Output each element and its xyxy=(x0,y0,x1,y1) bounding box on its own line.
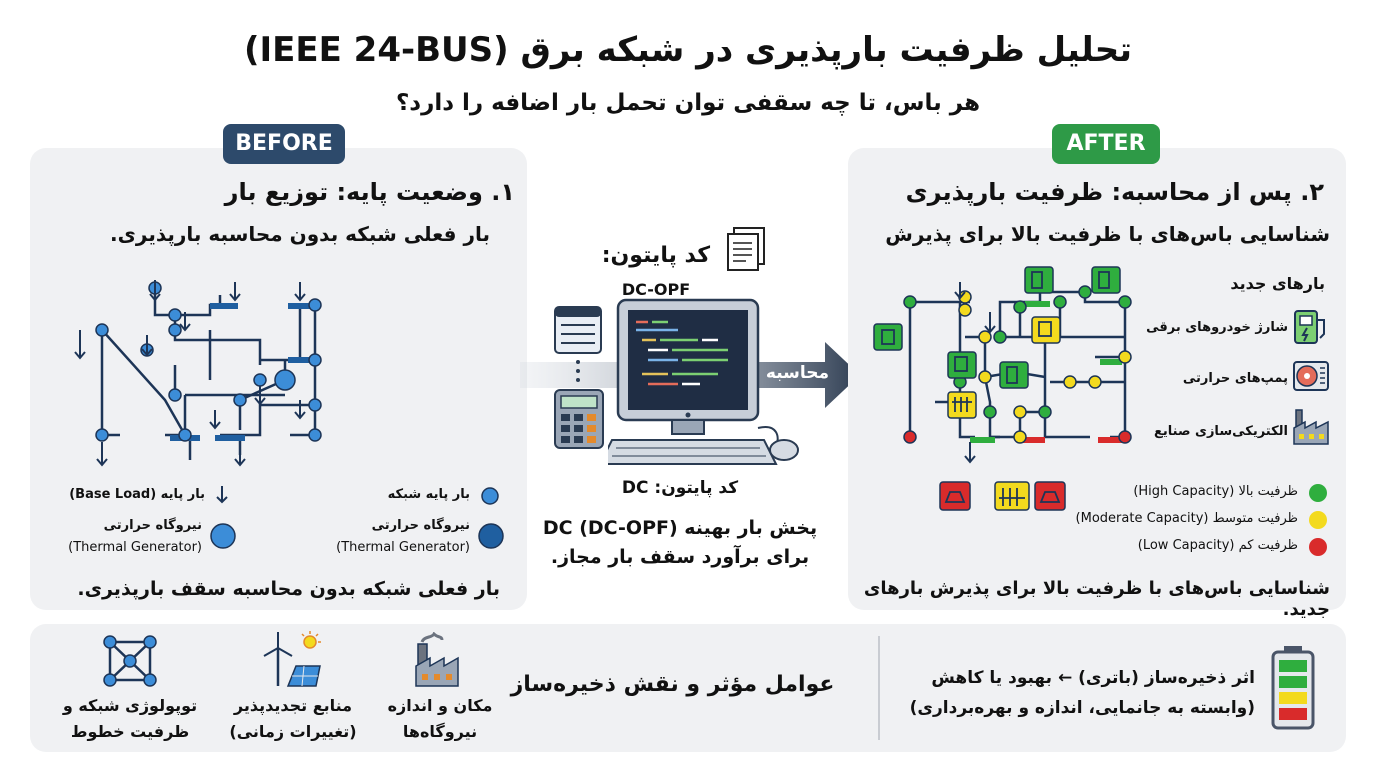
factors-title: عوامل مؤثر و نقش ذخیره‌ساز xyxy=(510,672,835,697)
legend-low-capacity: ظرفیت کم (Low Capacity) xyxy=(1137,538,1298,553)
heat-pump-icon xyxy=(1293,361,1329,391)
middle-description-line2: برای برآورد سقف بار مجاز. xyxy=(550,546,810,568)
bottom-divider xyxy=(878,636,880,740)
grid-bus-icon xyxy=(480,486,500,510)
ev-charger-icon xyxy=(1294,310,1325,344)
factor-renewables-line2: (تغییرات زمانی) xyxy=(229,722,357,741)
base-load-arrow-icon xyxy=(212,484,232,510)
legend-moderate-capacity: ظرفیت متوسط (Moderate Capacity) xyxy=(1075,511,1298,526)
dots-connector xyxy=(576,360,580,382)
after-tag: AFTER xyxy=(1052,124,1160,164)
new-loads-title: بارهای جدید xyxy=(1230,274,1325,293)
before-subheading: بار فعلی شبکه بدون محاسبه بارپذیری. xyxy=(109,222,490,246)
legend-thermal-label: نیروگاه حرارتی xyxy=(103,518,202,533)
legend-thermal-en: (Thermal Generator) xyxy=(68,540,202,555)
storage-line2: (وابسته به جانمایی، اندازه و بهره‌برداری… xyxy=(909,698,1255,718)
before-heading: ۱. وضعیت پایه: توزیع بار xyxy=(224,178,515,206)
before-caption: بار فعلی شبکه بدون محاسبه سقف بارپذیری. xyxy=(77,578,500,600)
factor-topology-line1: توپولوژی شبکه و xyxy=(62,696,198,715)
wind-solar-icon xyxy=(263,631,321,687)
factor-topology-line2: ظرفیت خطوط xyxy=(70,722,190,741)
after-caption: شناسایی باس‌های با ظرفیت بالا برای پذیرش… xyxy=(863,578,1330,620)
thermal-generator-icon xyxy=(209,522,237,554)
network-topology-icon xyxy=(103,635,157,687)
legend-high-capacity: ظرفیت بالا (High Capacity) xyxy=(1133,484,1298,499)
bottom-panel xyxy=(30,624,1346,752)
code-subtitle: DC-OPF xyxy=(621,280,691,299)
calculator-icon xyxy=(554,389,604,449)
before-network-diagram xyxy=(74,280,322,467)
factor-renewables-line1: منابع تجدیدپذیر xyxy=(233,696,353,715)
new-load-ev: شارژ خودروهای برقی xyxy=(1146,320,1288,335)
legend-base-load: بار پایه (Base Load) xyxy=(69,487,205,502)
computer-icon xyxy=(608,298,799,465)
new-load-industry: الکتریکی‌سازی صنایع xyxy=(1154,424,1288,439)
thermal-generator-dark-icon xyxy=(477,522,505,554)
legend-grid-bus: بار پایه شبکه xyxy=(387,487,470,502)
factor-plant-line1: مکان و اندازه xyxy=(387,696,493,715)
after-heading: ۲. پس از محاسبه: ظرفیت بارپذیری xyxy=(905,178,1324,206)
page-subtitle: هر باس، تا چه سقفی توان تحمل بار اضافه ر… xyxy=(395,90,981,116)
after-subheading: شناسایی باس‌های با ظرفیت بالا برای پذیرش xyxy=(885,222,1330,246)
code-title: کد پایتون: xyxy=(601,243,710,268)
factor-plant-line2: نیروگاه‌ها xyxy=(402,722,478,741)
document-icon xyxy=(727,227,765,271)
middle-description-line1: پخش بار بهینه DC (DC-OPF) xyxy=(542,517,818,539)
computer-label: کد پایتون: DC xyxy=(621,478,739,498)
high-capacity-dot xyxy=(1309,484,1327,502)
page-title: تحلیل ظرفیت بارپذیری در شبکه برق (IEEE 2… xyxy=(243,30,1133,70)
factory-icon xyxy=(1293,409,1329,445)
storage-line1: اثر ذخیره‌ساز (باتری) ← بهبود یا کاهش xyxy=(931,668,1255,688)
moderate-capacity-dot xyxy=(1309,511,1327,529)
before-tag: BEFORE xyxy=(223,124,345,164)
legend-thermal2-label: نیروگاه حرارتی xyxy=(371,518,470,533)
new-load-heat-pump: پمپ‌های حرارتی xyxy=(1182,371,1288,386)
form-icon xyxy=(554,306,602,354)
legend-thermal2-en: (Thermal Generator) xyxy=(336,540,470,555)
arrow-label: محاسبه xyxy=(765,363,830,383)
battery-icon xyxy=(1271,646,1315,730)
power-plant-icon xyxy=(415,632,459,687)
after-network-diagram xyxy=(873,266,1132,511)
low-capacity-dot xyxy=(1309,538,1327,556)
